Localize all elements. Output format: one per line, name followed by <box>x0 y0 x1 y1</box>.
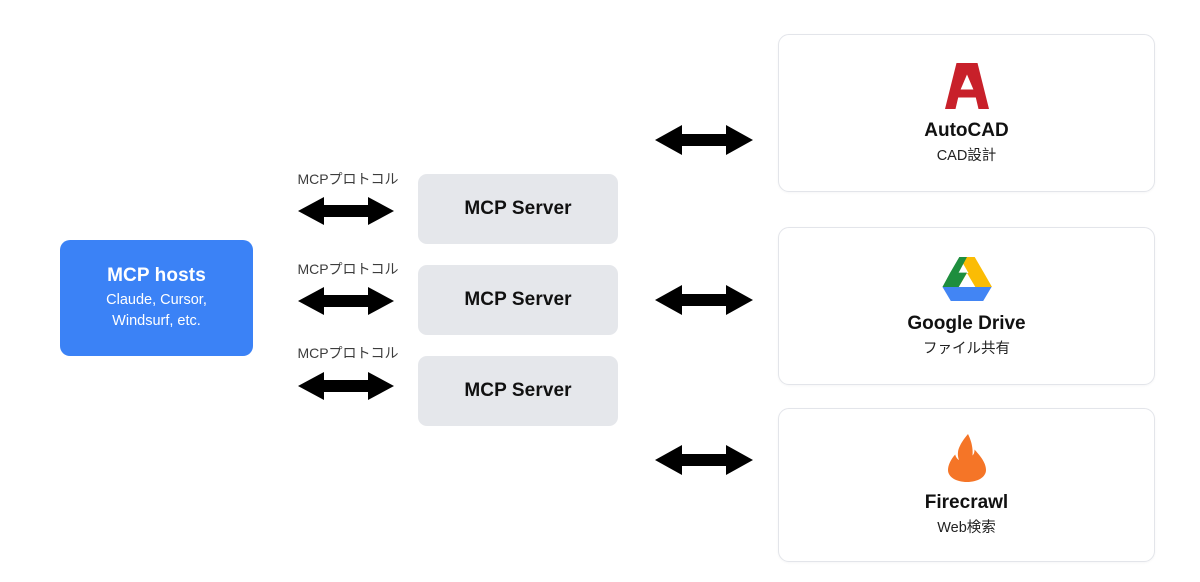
service-title-google-drive: Google Drive <box>907 312 1026 334</box>
service-card-google-drive[interactable]: Google Drive ファイル共有 <box>778 227 1155 385</box>
service-title-autocad: AutoCAD <box>924 119 1009 141</box>
mcp-hosts-title: MCP hosts <box>107 264 206 286</box>
protocol-double-arrow-icon-1 <box>298 197 394 225</box>
autocad-logo-icon <box>944 60 990 112</box>
mcp-server-label-3: MCP Server <box>464 380 572 401</box>
service-card-autocad[interactable]: AutoCAD CAD設計 <box>778 34 1155 192</box>
mcp-server-label-2: MCP Server <box>464 289 572 310</box>
google-drive-logo-icon <box>942 253 992 305</box>
protocol-label-2: MCPプロトコル <box>297 261 399 277</box>
mcp-server-box-3: MCP Server <box>418 356 618 426</box>
mcp-server-label-1: MCP Server <box>464 198 572 219</box>
protocol-double-arrow-icon-2 <box>298 287 394 315</box>
mcp-hosts-subtitle-line1: Claude, Cursor, <box>106 292 207 309</box>
service-subtitle-google-drive: ファイル共有 <box>923 341 1010 358</box>
mcp-server-box-2: MCP Server <box>418 265 618 335</box>
service-double-arrow-icon-2 <box>655 285 753 315</box>
service-card-firecrawl[interactable]: Firecrawl Web検索 <box>778 408 1155 562</box>
protocol-label-3: MCPプロトコル <box>297 345 399 361</box>
service-double-arrow-icon-1 <box>655 125 753 155</box>
service-subtitle-autocad: CAD設計 <box>936 148 997 165</box>
protocol-label-1: MCPプロトコル <box>297 171 399 187</box>
service-subtitle-firecrawl: Web検索 <box>937 520 996 537</box>
service-title-firecrawl: Firecrawl <box>924 491 1009 513</box>
protocol-double-arrow-icon-3 <box>298 372 394 400</box>
mcp-hosts-box: MCP hosts Claude, Cursor, Windsurf, etc. <box>60 240 253 356</box>
firecrawl-flame-icon <box>947 432 987 484</box>
mcp-server-box-1: MCP Server <box>418 174 618 244</box>
service-double-arrow-icon-3 <box>655 445 753 475</box>
mcp-hosts-subtitle-line2: Windsurf, etc. <box>112 313 201 330</box>
